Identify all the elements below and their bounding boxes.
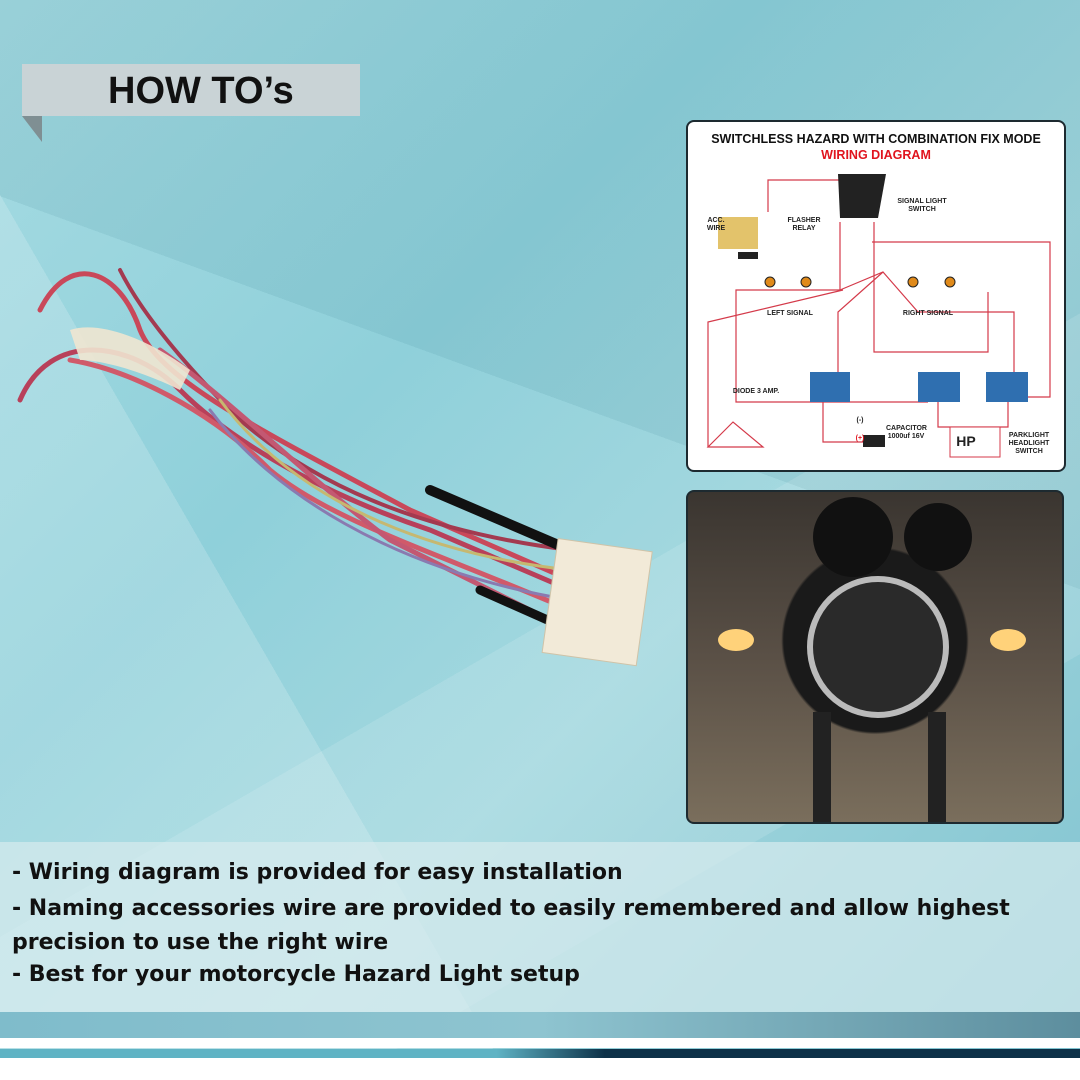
positive-label: (+) bbox=[855, 435, 865, 442]
acc-wire-label: ACC. WIRE bbox=[706, 217, 726, 232]
diagram-subtitle: WIRING DIAGRAM bbox=[821, 148, 931, 162]
diode-label: DIODE 3 AMP. bbox=[732, 388, 780, 395]
banner-fold bbox=[22, 116, 42, 142]
footer-divider bbox=[0, 1038, 1080, 1048]
page-title: HOW TO’s bbox=[108, 70, 294, 112]
feature-line: precision to use the right wire bbox=[12, 930, 389, 955]
flasher-relay-label: FLASHER RELAY bbox=[787, 217, 821, 232]
feature-line: - Best for your motorcycle Hazard Light … bbox=[12, 962, 580, 987]
left-signal-label: LEFT SIGNAL bbox=[767, 310, 813, 317]
negative-label: (-) bbox=[856, 417, 864, 424]
footer-bottom bbox=[0, 1058, 1080, 1080]
parklight-switch-label: PARKLIGHT HEADLIGHT SWITCH bbox=[1008, 432, 1050, 455]
hp-label: HP bbox=[956, 433, 976, 449]
signal-switch-label: SIGNAL LIGHT SWITCH bbox=[897, 198, 947, 213]
feature-line: - Wiring diagram is provided for easy in… bbox=[12, 860, 623, 885]
header-banner: HOW TO’s bbox=[22, 64, 360, 116]
right-signal-label: RIGHT SIGNAL bbox=[902, 310, 954, 317]
feature-line: - Naming accessories wire are provided t… bbox=[12, 896, 1010, 921]
motorcycle-hazard-photo bbox=[686, 490, 1064, 824]
diagram-title: SWITCHLESS HAZARD WITH COMBINATION FIX M… bbox=[711, 132, 1041, 146]
footer-stripe bbox=[0, 1049, 1080, 1058]
capacitor-label: CAPACITOR 1000uf 16V bbox=[886, 425, 927, 440]
features-panel: - Wiring diagram is provided for easy in… bbox=[0, 842, 1080, 1012]
wiring-harness-image bbox=[17, 268, 653, 667]
motorcycle-illustration bbox=[718, 497, 1026, 822]
wiring-diagram: SWITCHLESS HAZARD WITH COMBINATION FIX M… bbox=[686, 120, 1066, 472]
footer-band bbox=[0, 1012, 1080, 1038]
diagram-wires bbox=[706, 174, 1051, 458]
